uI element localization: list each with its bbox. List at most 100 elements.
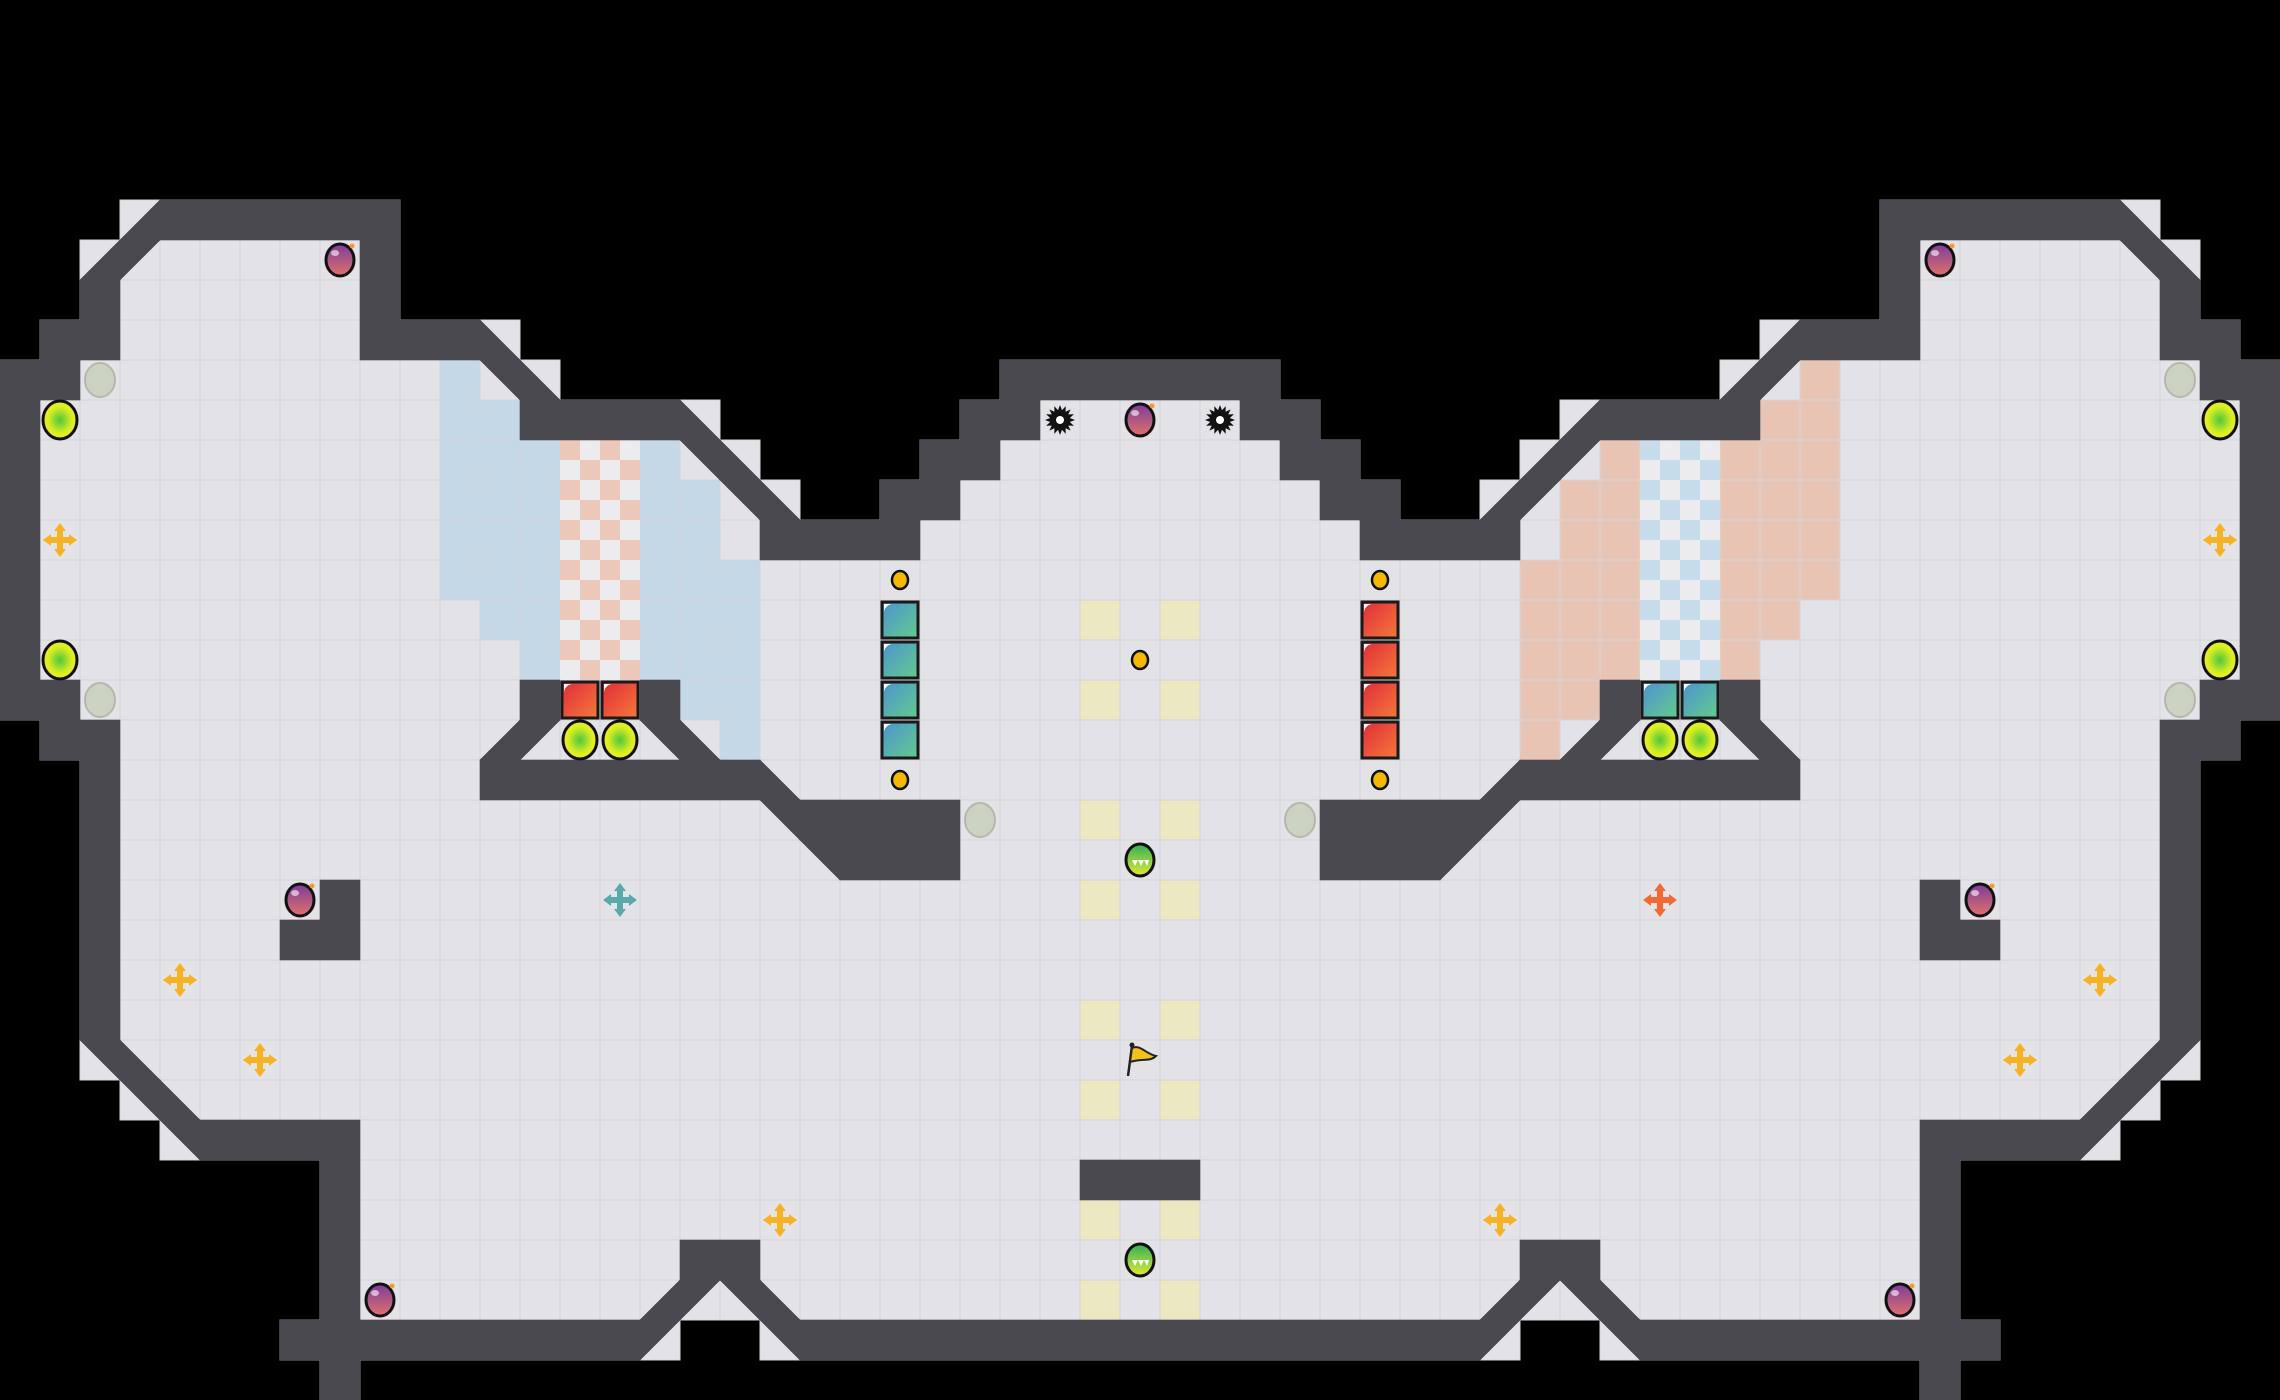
blue-checker-tile [1660,500,1680,520]
blue-team-tile [680,560,720,600]
floor-tile [479,1079,521,1121]
floor-tile [1399,1079,1441,1121]
floor-tile [1519,1119,1561,1161]
floor-tile [2039,1039,2081,1081]
floor-tile [119,279,161,321]
blue-checker-tile [1660,540,1680,560]
floor-tile [1919,759,1961,801]
neutral-yellow-tile [1080,1200,1120,1240]
blue-team-tile [680,480,720,520]
floor-tile [639,1039,681,1081]
floor-tile [119,759,161,801]
floor-tile [1039,999,1081,1041]
blue-checker-tile [1660,580,1680,600]
blue-team-tile [520,600,560,640]
floor-tile [1039,719,1081,761]
blue-checker-tile [1700,500,1720,520]
floor-tile [1199,1199,1241,1241]
neutral-yellow-tile [1080,1080,1120,1120]
wall-tile [959,399,1001,441]
floor-tile [1159,719,1201,761]
wall-tile [1399,799,1441,841]
diagonal-wall-tile [1519,479,1561,521]
yellow-dot-icon [890,569,910,591]
wall-tile [1879,199,1921,241]
floor-tile [1519,999,1561,1041]
floor-tile [1479,999,1521,1041]
floor-tile [2079,319,2121,361]
wall-tile [1879,1319,1921,1361]
boost-icon [41,639,79,681]
floor-tile [919,1119,961,1161]
wall-tile [359,319,401,361]
floor-tile [479,639,521,681]
floor-tile [1159,839,1201,881]
floor-tile [719,1039,761,1081]
wall-tile [359,1319,401,1361]
wall-tile [2159,799,2201,841]
wall-tile [199,199,241,241]
floor-tile [159,319,201,361]
blue-team-tile [720,560,760,600]
wall-tile [39,359,81,401]
floor-tile [1559,1039,1601,1081]
floor-tile [1599,839,1641,881]
floor-tile [999,1119,1041,1161]
floor-tile [359,559,401,601]
floor-tile [2159,519,2201,561]
floor-tile [2079,999,2121,1041]
floor-tile [1839,1239,1881,1281]
floor-tile [2039,239,2081,281]
floor-tile [359,439,401,481]
bomb-icon [1964,882,1996,918]
floor-tile [199,639,241,681]
floor-tile [359,799,401,841]
wall-tile [879,1319,921,1361]
floor-tile [559,799,601,841]
floor-tile [999,1039,1041,1081]
floor-tile [1319,959,1361,1001]
floor-tile [1799,959,1841,1001]
wall-tile [1159,1319,1201,1361]
wall-tile [2159,319,2201,361]
floor-tile [2079,1039,2121,1081]
floor-tile [199,679,241,721]
floor-tile [479,999,521,1041]
floor-tile [719,919,761,961]
floor-tile [2039,839,2081,881]
wall-tile [479,759,521,801]
floor-tile [1439,1239,1481,1281]
floor-tile [1919,679,1961,721]
blue-checker-tile [1700,540,1720,560]
floor-tile [319,519,361,561]
floor-tile [1999,439,2041,481]
floor-tile [559,1279,601,1321]
floor-tile [1559,919,1601,961]
floor-tile [999,1079,1041,1121]
floor-tile [1119,599,1161,641]
boost-icon [601,719,639,761]
floor-tile [1439,1119,1481,1161]
wall-tile [359,279,401,321]
floor-tile [2119,319,2161,361]
floor-tile [1439,879,1481,921]
floor-tile [1319,1279,1361,1321]
wall-tile [559,399,601,441]
floor-tile [1159,519,1201,561]
wall-tile [1599,759,1641,801]
floor-tile [399,879,441,921]
floor-tile [1239,639,1281,681]
floor-tile [1479,839,1521,881]
blue-checker-tile [1640,440,1660,460]
wall-tile [1319,1319,1361,1361]
floor-tile [1319,1239,1361,1281]
floor-tile [1679,839,1721,881]
wall-tile [1399,1319,1441,1361]
red-checker-tile [560,560,580,580]
diagonal-wall-tile [2159,1039,2201,1081]
floor-tile [279,959,321,1001]
floor-tile [1079,719,1121,761]
wall-tile [0,519,41,561]
floor-tile [2079,519,2121,561]
floor-tile [239,319,281,361]
